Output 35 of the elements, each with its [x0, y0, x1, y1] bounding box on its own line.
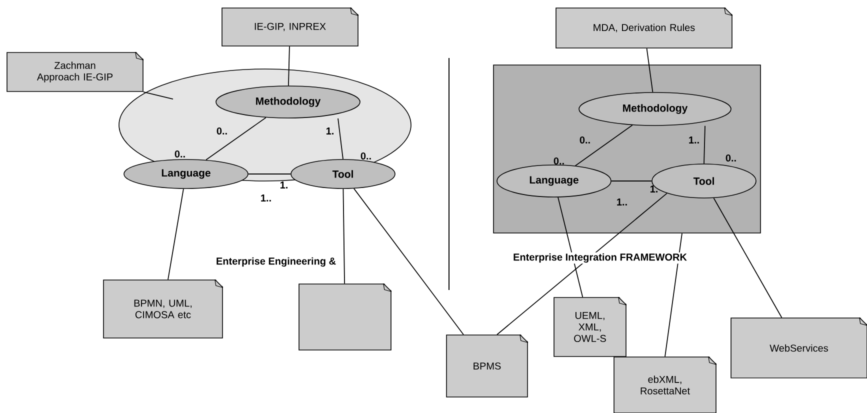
connector: [338, 118, 344, 160]
connector: [496, 192, 668, 336]
connector: [168, 188, 184, 280]
multiplicity-label: 1.: [650, 186, 658, 192]
connector: [206, 117, 266, 160]
connector: [704, 125, 706, 164]
note-box: Zachman Approach IE-GIP: [6, 51, 144, 92]
note-box: IE-GIP, INPREX: [222, 6, 360, 46]
multiplicity-label: 1..: [261, 194, 271, 202]
note-box: UEML, XML, OWL-S: [554, 296, 628, 357]
multiplicity-label: 0..: [726, 154, 736, 162]
connector: [288, 46, 290, 86]
multiplicity-label: 0..: [580, 136, 590, 144]
multiplicity-label: 1.: [280, 182, 288, 188]
note-box: BPMN, UML, CIMOSA etc: [103, 278, 224, 338]
connector: [353, 188, 464, 336]
note-box: BPMS: [446, 334, 529, 398]
note-box: [298, 282, 392, 350]
multiplicity-label: 1.: [326, 128, 334, 134]
connector: [574, 124, 633, 166]
caption: Enterprise Integration FRAMEWORK: [512, 252, 688, 264]
connector: [713, 198, 782, 318]
multiplicity-label: 0..: [216, 127, 227, 135]
connector: [646, 48, 654, 93]
connector: [142, 91, 174, 100]
note-box: MDA, Derivation Rules: [556, 6, 734, 48]
note-box: WebServices: [730, 316, 867, 378]
caption: Enterprise Engineering &: [215, 256, 338, 268]
connector: [664, 232, 682, 358]
multiplicity-label: 1..: [617, 198, 627, 206]
connector: [610, 180, 652, 182]
note-box: ebXML, RosettaNet: [614, 356, 718, 413]
connector: [342, 188, 345, 284]
connector: [558, 196, 584, 298]
multiplicity-label: 1..: [689, 136, 699, 144]
